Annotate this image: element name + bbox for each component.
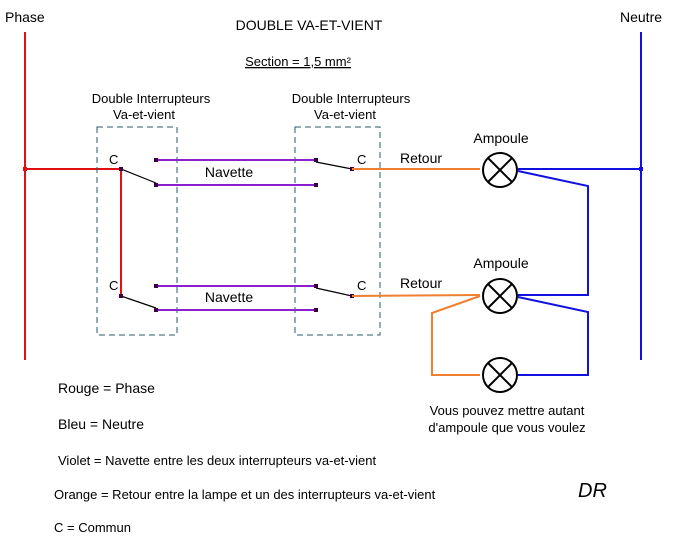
note-line-1: Vous pouvez mettre autant [430, 403, 585, 418]
neutre-junction [639, 167, 643, 171]
terminal [314, 308, 318, 312]
phase-label: Phase [5, 9, 45, 25]
switch-left-top-blade [120, 168, 157, 184]
switch-left-title-2: Va-et-vient [113, 107, 175, 122]
lamp-icon [482, 357, 518, 393]
ampoule-top-label: Ampoule [473, 130, 528, 146]
common-label-left-top: C [109, 152, 118, 167]
terminal [314, 284, 318, 288]
switch-right-top-blade [315, 161, 353, 170]
ampoule-middle-label: Ampoule [473, 255, 528, 271]
legend-rouge: Rouge = Phase [58, 380, 155, 396]
neutre-loop-2 [517, 296, 589, 376]
section-label: Section = 1,5 mm² [245, 54, 352, 69]
retour-bottom-label: Retour [400, 275, 442, 291]
switch-right-title-1: Double Interrupteurs [292, 91, 411, 106]
common-label-right-bottom: C [357, 278, 366, 293]
switch-left-title-1: Double Interrupteurs [92, 91, 211, 106]
neutre-label: Neutre [620, 9, 662, 25]
legend-violet: Violet = Navette entre les deux interrup… [58, 453, 376, 468]
signature: DR [578, 480, 607, 502]
switch-right-title-2: Va-et-vient [314, 107, 376, 122]
retour-lamp-branch [431, 295, 481, 376]
terminal [154, 183, 158, 187]
phase-wiring [23, 32, 122, 360]
navette-top-label: Navette [205, 164, 253, 180]
retour-wiring [351, 168, 481, 376]
legend-orange: Orange = Retour entre la lampe et un des… [54, 487, 436, 502]
common-label-right-top: C [357, 152, 366, 167]
legend-bleu: Bleu = Neutre [58, 416, 144, 432]
terminal [154, 284, 158, 288]
retour-bottom [351, 294, 481, 297]
switch-box-right [294, 126, 381, 336]
diagram-title: DOUBLE VA-ET-VIENT [236, 17, 383, 33]
neutre-loop [517, 170, 589, 296]
phase-junction [23, 167, 27, 171]
switch-right-bottom-blade [315, 287, 353, 297]
terminal [314, 158, 318, 162]
switch-left-bottom-blade [120, 295, 157, 309]
retour-top-label: Retour [400, 150, 442, 166]
terminal [154, 158, 158, 162]
lamp-icon [482, 278, 518, 314]
lamp-icon [482, 152, 518, 188]
navette-wiring [156, 159, 316, 311]
legend: Rouge = Phase Bleu = Neutre Violet = Nav… [54, 380, 436, 535]
legend-commun: C = Commun [54, 520, 131, 535]
switch-box-left [96, 126, 178, 336]
navette-bottom-label: Navette [205, 289, 253, 305]
terminal [154, 308, 158, 312]
switch-contacts [119, 158, 354, 312]
terminal [314, 183, 318, 187]
terminal [119, 167, 123, 171]
common-label-left-bottom: C [109, 278, 118, 293]
terminal [119, 294, 123, 298]
neutre-wiring [517, 32, 643, 376]
note-line-2: d'ampoule que vous voulez [428, 420, 585, 435]
